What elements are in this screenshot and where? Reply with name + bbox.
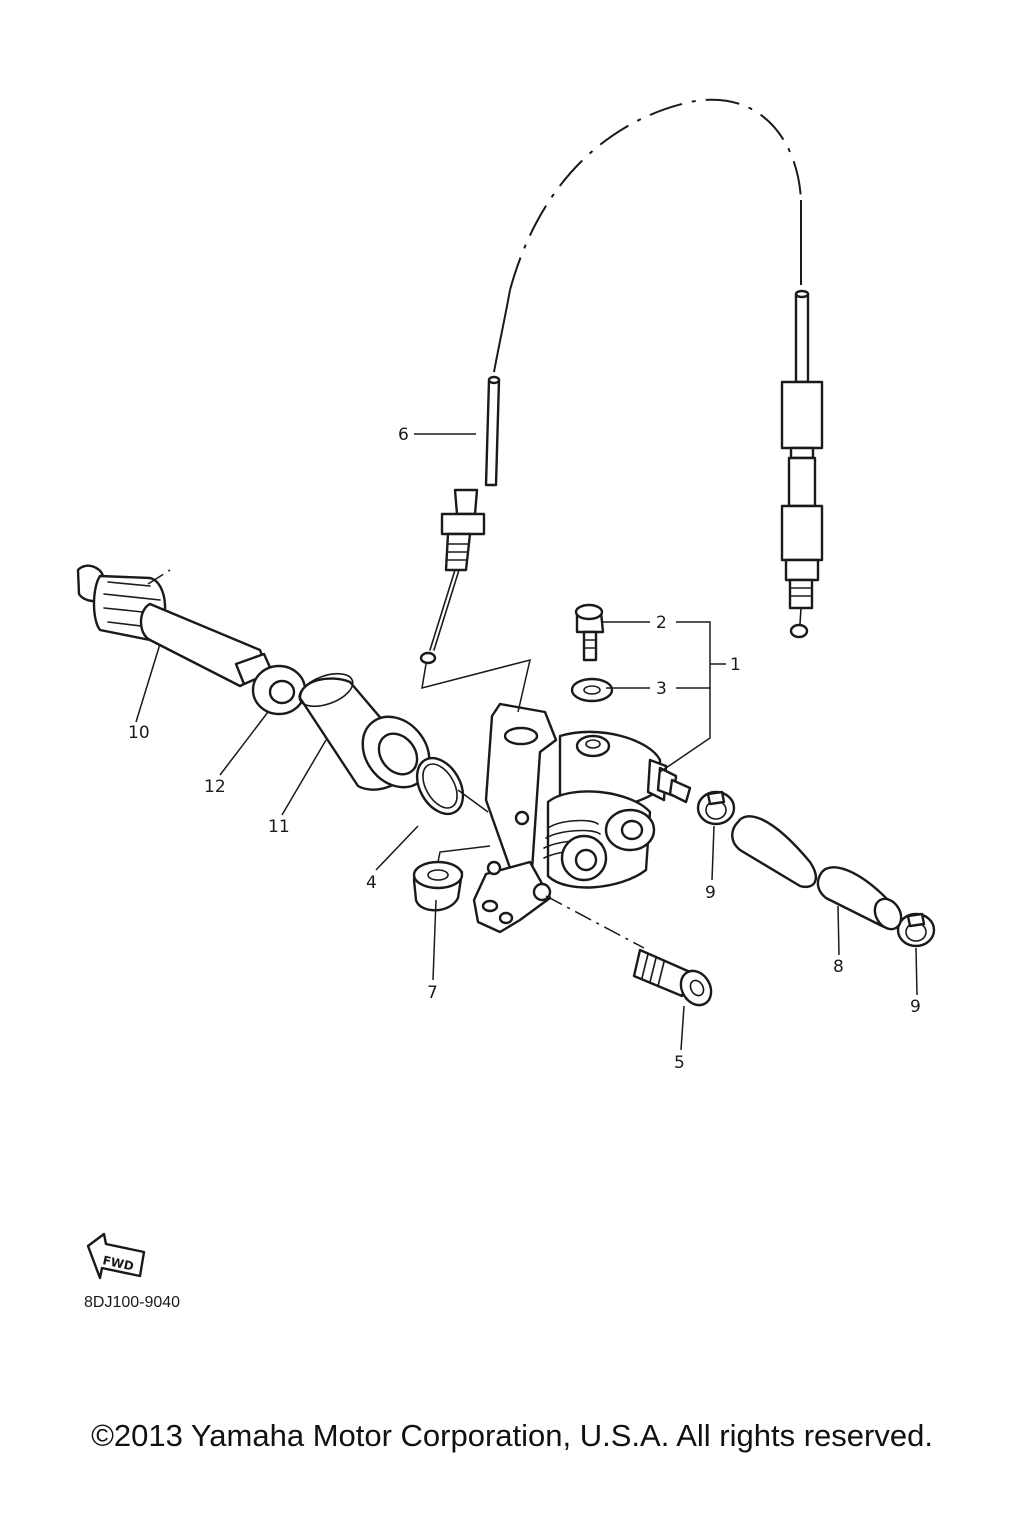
callout-9-lower: 9 xyxy=(910,997,921,1017)
washer-12 xyxy=(251,664,307,716)
callout-numbers: 1 2 3 4 5 6 7 8 9 9 10 11 12 xyxy=(128,425,921,1073)
oil-pump-cable xyxy=(419,98,824,665)
callout-3: 3 xyxy=(656,679,667,699)
callout-9-upper: 9 xyxy=(705,883,716,903)
bolt-5 xyxy=(632,948,713,1007)
plug-7 xyxy=(412,860,464,912)
washer-3 xyxy=(570,677,614,703)
callout-6: 6 xyxy=(398,425,409,445)
callout-2: 2 xyxy=(656,613,667,633)
forward-direction-arrow: FWD xyxy=(86,1232,146,1280)
callout-11: 11 xyxy=(268,817,290,837)
callout-10: 10 xyxy=(128,723,150,743)
bolt-2 xyxy=(574,603,605,662)
fwd-label: FWD xyxy=(101,1253,135,1273)
callout-8: 8 xyxy=(833,957,844,977)
hose-clamp-lower xyxy=(896,912,936,948)
drive-gear-shaft xyxy=(76,564,274,688)
oil-hose-8 xyxy=(731,815,903,931)
leader-lines xyxy=(135,433,918,1051)
hose-clamp-upper xyxy=(696,790,736,826)
callout-4: 4 xyxy=(366,873,377,893)
collar-11 xyxy=(298,672,431,791)
catalog-code: 8DJ100-9040 xyxy=(84,1294,181,1311)
callout-12: 12 xyxy=(204,777,226,797)
callout-1: 1 xyxy=(730,655,741,675)
callout-7: 7 xyxy=(427,983,438,1003)
o-ring-4 xyxy=(415,756,465,816)
copyright-notice: ©2013 Yamaha Motor Corporation, U.S.A. A… xyxy=(91,1418,933,1453)
oil-pump-assembly xyxy=(472,702,692,934)
callout-5: 5 xyxy=(674,1053,685,1073)
